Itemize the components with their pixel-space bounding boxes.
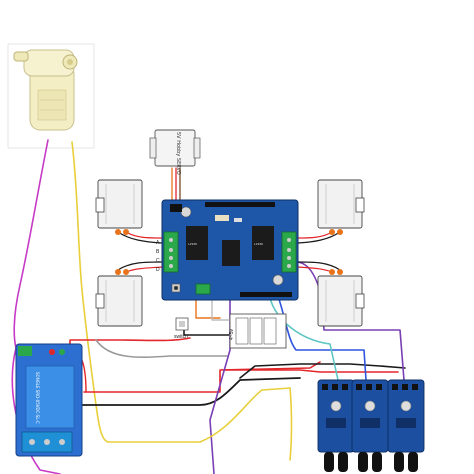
battery-label: 4~5v bbox=[229, 329, 235, 340]
wire-pump-magenta bbox=[13, 139, 49, 349]
wire-white bbox=[211, 299, 233, 321]
wire-motor-tr-1 bbox=[297, 231, 341, 244]
water-pump bbox=[7, 43, 95, 149]
servo-label: 5V Hobby SERVO bbox=[175, 132, 181, 175]
ir-sensor-2 bbox=[351, 379, 389, 472]
relay-text: SONGLE SRD-05VDC-SL-C bbox=[35, 372, 40, 424]
wire-teal bbox=[269, 297, 339, 381]
l293d-chip-1 bbox=[186, 226, 208, 260]
dc-motor-top-right bbox=[317, 179, 365, 235]
dc-motor-bottom-right bbox=[317, 269, 365, 327]
relay-module: SONGLE SRD-05VDC-SL-C bbox=[15, 343, 83, 457]
relay-cube bbox=[25, 365, 75, 429]
pump-outlet bbox=[13, 51, 29, 62]
shift-register-chip bbox=[222, 240, 240, 266]
port-label-a: A bbox=[156, 240, 160, 246]
wire-purple-2 bbox=[209, 299, 231, 474]
dc-motor-bottom-left bbox=[95, 269, 143, 327]
wire-relay-red bbox=[69, 337, 191, 346]
power-switch: switch bbox=[174, 317, 189, 340]
capacitor bbox=[180, 206, 192, 218]
servo-body bbox=[154, 129, 196, 167]
wire-motor-bl-1 bbox=[117, 261, 163, 271]
svg-text:L293D: L293D bbox=[254, 242, 263, 246]
switch-label: switch bbox=[174, 334, 188, 340]
wire-black-main bbox=[79, 377, 301, 406]
wire-motor-br-1 bbox=[297, 261, 341, 271]
wire-red-main bbox=[83, 361, 321, 393]
wire-motor-tr-2 bbox=[297, 231, 333, 239]
l293d-chip-2 bbox=[252, 226, 274, 260]
power-terminal bbox=[195, 283, 211, 295]
wire-red-sensor bbox=[224, 369, 399, 373]
wire-motor-tl-2 bbox=[125, 231, 163, 239]
port-label-b: B bbox=[156, 249, 160, 255]
battery-pack: 4~5v bbox=[229, 313, 287, 349]
dc-motor-top-left bbox=[95, 179, 143, 235]
wire-motor-tl-1 bbox=[117, 231, 163, 244]
port-label-d: D bbox=[156, 267, 160, 273]
wire-yellow-right bbox=[199, 387, 293, 461]
servo-motor: 5V Hobby SERVO bbox=[149, 129, 201, 175]
motor-driver-shield: L293D L293D A B C D bbox=[156, 199, 299, 301]
port-label-c: C bbox=[156, 258, 160, 264]
ir-sensor-3 bbox=[387, 379, 425, 472]
wire-pump-yellow bbox=[71, 141, 201, 443]
wire-gray bbox=[95, 339, 229, 359]
wire-black-sensor bbox=[239, 363, 406, 379]
wire-blue bbox=[277, 295, 367, 381]
svg-text:L293D: L293D bbox=[188, 242, 197, 246]
wire-motor-br-2 bbox=[297, 266, 333, 273]
ir-sensor-1 bbox=[317, 379, 355, 472]
